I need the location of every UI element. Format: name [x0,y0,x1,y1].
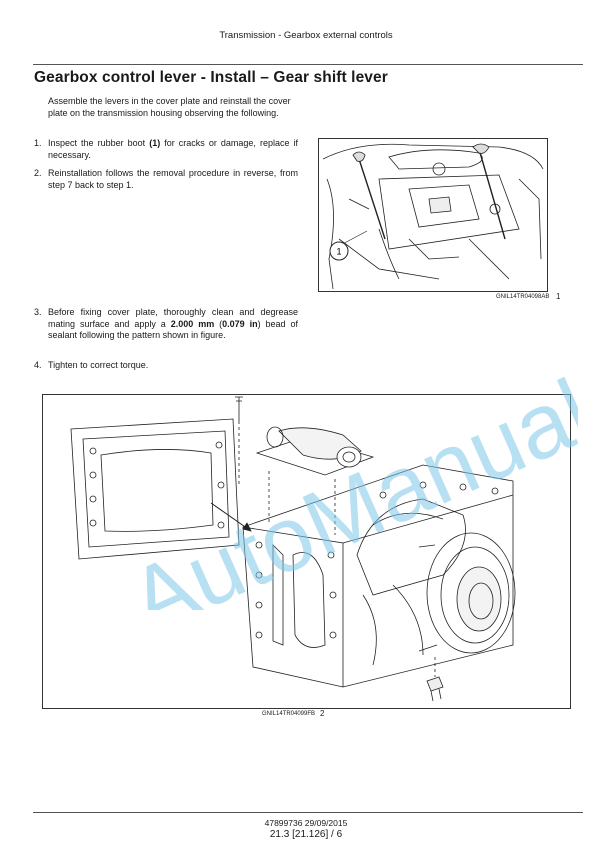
footer-page-number: 21.3 [21.126] / 6 [269,829,343,840]
intro-paragraph: Assemble the levers in the cover plate a… [48,96,291,118]
step-bold: 2.000 mm [170,318,215,329]
figure-transmission-housing [42,394,571,709]
step-text: Reinstallation follows the removal proce… [48,168,298,190]
step-number: 1. [34,138,42,148]
step-bold: 0.079 in [222,318,258,329]
step-bold: (1) [149,138,161,148]
callout-label: 1 [336,247,341,257]
figure-1-number: 1 [556,292,561,301]
figure-2-number: 2 [320,709,325,718]
transmission-housing-illustration [70,396,516,702]
page-title: Gearbox control lever - Install – Gear s… [34,69,388,86]
step-1: 1. Inspect the rubber boot (1) for crack… [34,138,298,161]
step-3: 3. Before fixing cover plate, thoroughly… [34,307,298,342]
step-number: 4. [34,360,42,370]
step-number: 2. [34,168,42,178]
footer-docref: 47899736 29/09/2015 [264,818,348,828]
callout-circle [329,241,349,261]
title-rule [33,64,583,65]
step-2: 2. Reinstallation follows the removal pr… [34,168,298,191]
figure-2-code: GNIL14TR04099FB [262,711,316,717]
step-text: for cracks or damage, replace if necessa… [48,138,298,160]
section-header: Transmission - Gearbox external controls [219,30,393,41]
step-number: 3. [34,307,42,317]
step-4: 4. Tighten to correct torque. [34,360,298,372]
step-text: ) bead of sealant following the pattern … [48,318,299,341]
gear-lever-illustration: 1 [322,143,544,290]
footer-rule [33,812,583,813]
step-text: Tighten to correct torque. [48,360,149,370]
step-text: ( [214,318,223,329]
step-text: Before fixing cover plate, thoroughly cl… [48,307,298,329]
figure-1-code: GNIL14TR04098AB [496,294,550,300]
figure-gear-shift-lever: 1 [318,138,548,292]
step-text: Inspect the rubber boot [48,138,150,148]
